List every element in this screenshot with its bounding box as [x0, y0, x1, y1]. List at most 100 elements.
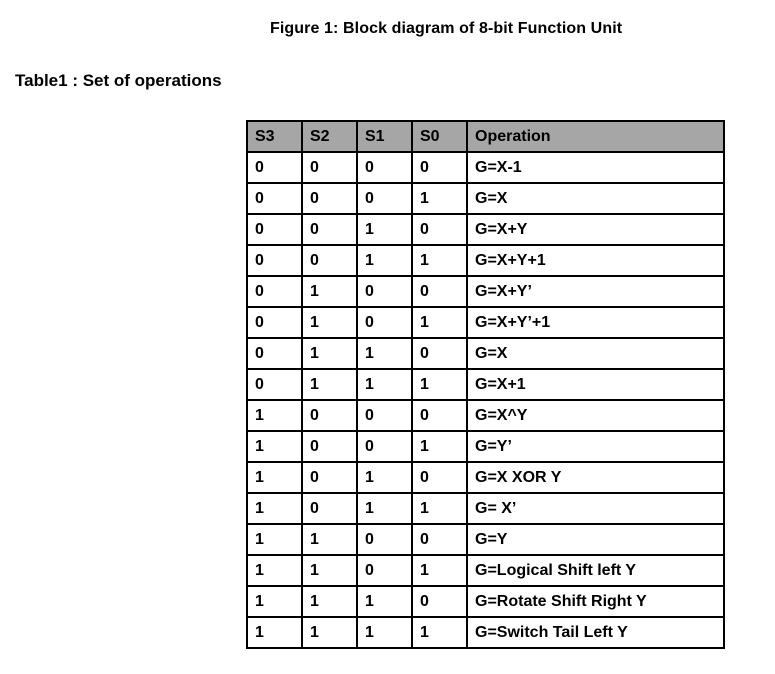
cell-operation: G=Rotate Shift Right Y [466, 585, 725, 618]
cell-select-bit: 1 [356, 585, 413, 618]
cell-select-bit: 1 [356, 461, 413, 494]
cell-operation: G=X+Y’+1 [466, 306, 725, 339]
cell-select-bit: 0 [356, 182, 413, 215]
cell-select-bit: 0 [246, 182, 303, 215]
cell-select-bit: 1 [301, 368, 358, 401]
cell-operation: G=X-1 [466, 151, 725, 184]
cell-operation: G=Y [466, 523, 725, 556]
column-header-s0: S0 [411, 120, 468, 153]
cell-select-bit: 0 [356, 151, 413, 184]
cell-operation: G=X+1 [466, 368, 725, 401]
cell-select-bit: 1 [411, 182, 468, 215]
cell-select-bit: 0 [301, 151, 358, 184]
cell-select-bit: 1 [356, 492, 413, 525]
cell-select-bit: 1 [246, 523, 303, 556]
cell-select-bit: 1 [411, 492, 468, 525]
cell-select-bit: 0 [411, 461, 468, 494]
column-header-s3: S3 [246, 120, 303, 153]
cell-operation: G=Logical Shift left Y [466, 554, 725, 587]
column-header-s2: S2 [301, 120, 358, 153]
cell-select-bit: 0 [246, 337, 303, 370]
cell-select-bit: 0 [356, 275, 413, 308]
cell-select-bit: 0 [411, 337, 468, 370]
cell-operation: G=Switch Tail Left Y [466, 616, 725, 649]
cell-operation: G=X [466, 337, 725, 370]
cell-operation: G=X+Y’ [466, 275, 725, 308]
cell-select-bit: 0 [411, 275, 468, 308]
cell-select-bit: 0 [246, 244, 303, 277]
column-header-s1: S1 [356, 120, 413, 153]
cell-select-bit: 1 [246, 585, 303, 618]
cell-select-bit: 1 [356, 337, 413, 370]
cell-operation: G=X^Y [466, 399, 725, 432]
cell-operation: G=X [466, 182, 725, 215]
cell-select-bit: 0 [411, 399, 468, 432]
cell-select-bit: 1 [246, 554, 303, 587]
column-header-operation: Operation [466, 120, 725, 153]
cell-operation: G=X+Y [466, 213, 725, 246]
cell-select-bit: 1 [301, 554, 358, 587]
cell-operation: G= X’ [466, 492, 725, 525]
figure-caption: Figure 1: Block diagram of 8-bit Functio… [270, 20, 623, 37]
cell-select-bit: 1 [301, 616, 358, 649]
cell-select-bit: 1 [411, 368, 468, 401]
cell-select-bit: 0 [301, 244, 358, 277]
cell-select-bit: 1 [301, 337, 358, 370]
cell-select-bit: 1 [301, 585, 358, 618]
cell-select-bit: 1 [246, 616, 303, 649]
cell-select-bit: 0 [356, 554, 413, 587]
cell-select-bit: 1 [356, 368, 413, 401]
cell-select-bit: 1 [411, 306, 468, 339]
cell-select-bit: 0 [301, 430, 358, 463]
cell-select-bit: 0 [246, 213, 303, 246]
cell-select-bit: 0 [301, 461, 358, 494]
cell-select-bit: 0 [301, 213, 358, 246]
cell-select-bit: 1 [356, 244, 413, 277]
cell-select-bit: 1 [411, 244, 468, 277]
cell-select-bit: 1 [301, 306, 358, 339]
cell-select-bit: 0 [411, 585, 468, 618]
cell-select-bit: 0 [301, 492, 358, 525]
cell-select-bit: 1 [301, 523, 358, 556]
cell-select-bit: 0 [246, 306, 303, 339]
cell-select-bit: 1 [246, 461, 303, 494]
cell-select-bit: 1 [301, 275, 358, 308]
cell-select-bit: 0 [356, 399, 413, 432]
cell-select-bit: 0 [301, 182, 358, 215]
cell-select-bit: 0 [356, 523, 413, 556]
cell-select-bit: 0 [246, 151, 303, 184]
cell-select-bit: 0 [411, 213, 468, 246]
cell-select-bit: 0 [411, 523, 468, 556]
cell-select-bit: 0 [411, 151, 468, 184]
cell-operation: G=Y’ [466, 430, 725, 463]
cell-select-bit: 0 [246, 368, 303, 401]
cell-select-bit: 1 [356, 213, 413, 246]
cell-select-bit: 1 [246, 430, 303, 463]
cell-select-bit: 1 [246, 399, 303, 432]
cell-operation: G=X+Y+1 [466, 244, 725, 277]
cell-select-bit: 1 [411, 554, 468, 587]
table-heading: Table1 : Set of operations [15, 71, 222, 90]
cell-select-bit: 1 [246, 492, 303, 525]
cell-select-bit: 0 [356, 306, 413, 339]
cell-select-bit: 0 [246, 275, 303, 308]
